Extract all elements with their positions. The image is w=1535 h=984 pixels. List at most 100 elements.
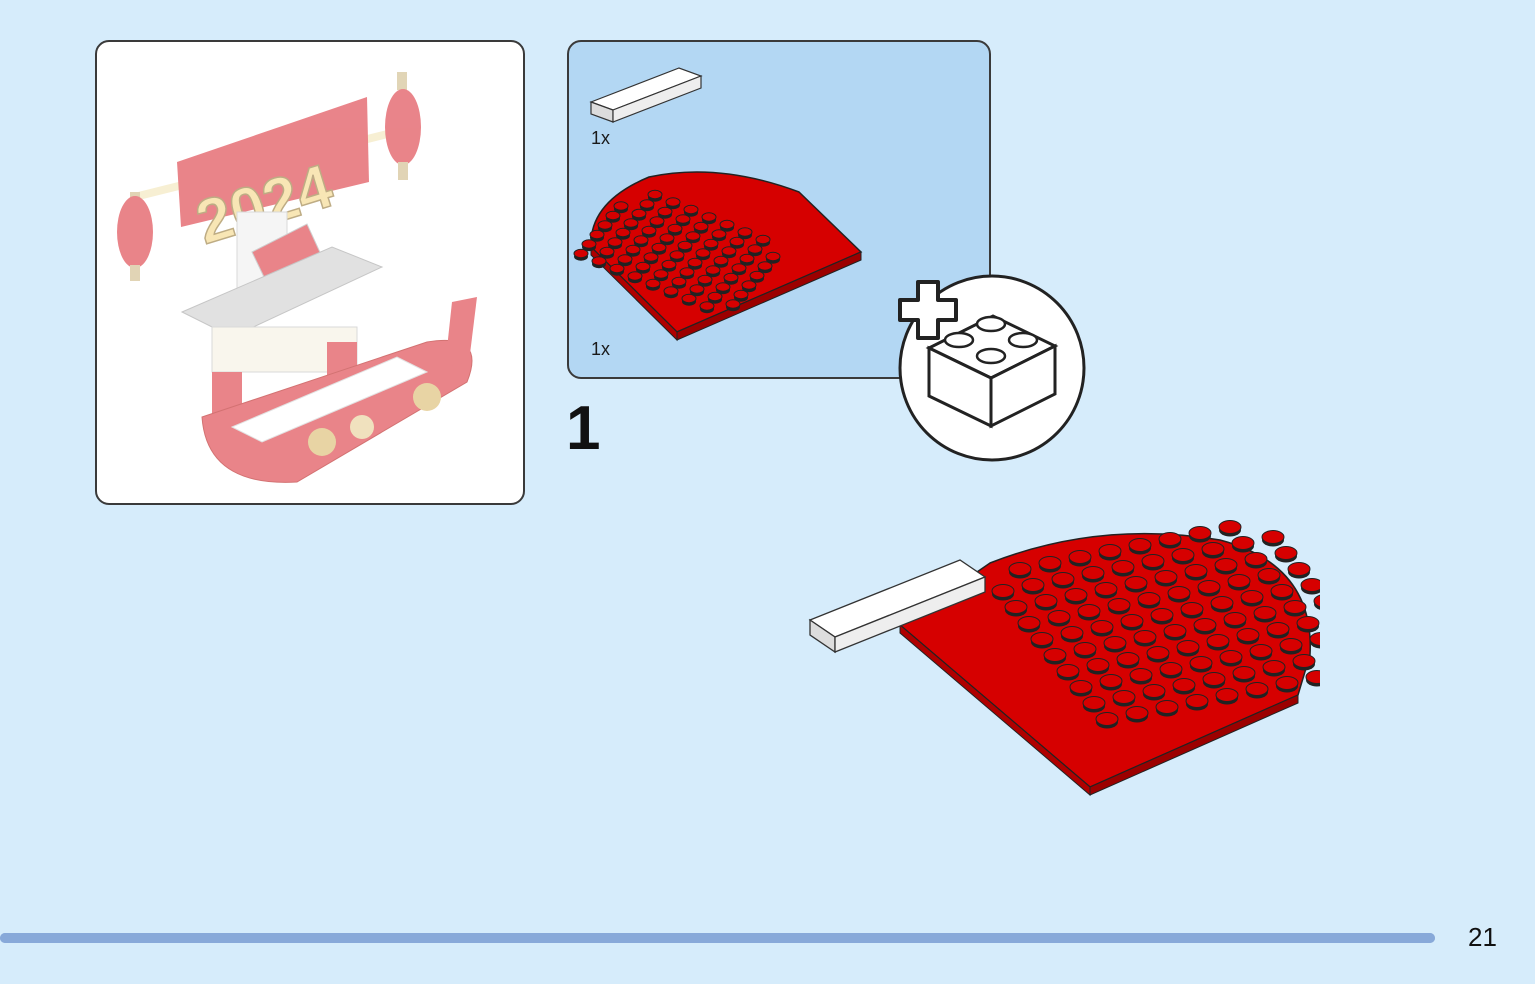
stud-top — [1090, 620, 1114, 634]
stud-top — [757, 261, 773, 271]
stud-top — [581, 239, 597, 249]
stud-top — [649, 216, 665, 226]
stud-top — [653, 269, 669, 279]
stud-top — [1129, 668, 1153, 682]
stud-top — [647, 189, 663, 200]
stud-top — [1244, 552, 1268, 566]
stud-top — [1150, 608, 1174, 622]
stud-top — [1082, 696, 1106, 710]
stud-top — [749, 270, 765, 281]
stud-top — [1099, 674, 1123, 688]
stud-top — [765, 251, 781, 262]
stud-top — [639, 199, 655, 209]
stud-top — [613, 201, 629, 211]
red-rounded-plate-assembled — [898, 520, 1320, 797]
stud-top — [681, 293, 697, 304]
stud-top — [1249, 644, 1273, 658]
stud-top — [755, 234, 771, 245]
stud-top — [711, 229, 727, 239]
stud-top — [1206, 634, 1230, 648]
stud-top — [645, 278, 661, 289]
stud-top — [701, 212, 717, 222]
stud-top — [1176, 640, 1200, 654]
stud-top — [633, 235, 649, 245]
stud-top — [719, 219, 735, 230]
stud-top — [1287, 562, 1311, 576]
stud-top — [1086, 658, 1110, 672]
stud-top — [677, 240, 693, 251]
stud-top — [1201, 542, 1225, 556]
stud-top — [705, 265, 721, 275]
stud-top — [741, 280, 757, 290]
stud-top — [703, 238, 719, 249]
stud-top — [599, 246, 615, 257]
stud-top — [1189, 656, 1213, 670]
stud-top — [659, 233, 675, 243]
stud-top — [1060, 626, 1084, 640]
stud-top — [1232, 666, 1256, 680]
stud-top — [1262, 660, 1286, 674]
stud-top — [1077, 604, 1101, 618]
stud-top — [631, 208, 647, 219]
stud-top — [1171, 548, 1195, 562]
part-quantity-plate: 1x — [591, 339, 611, 359]
stud-top — [689, 284, 705, 294]
stud-top — [615, 227, 631, 238]
build-step-illustration — [808, 520, 1320, 797]
stud-top — [657, 206, 673, 217]
stud-top — [1116, 652, 1140, 666]
stud-top — [1245, 682, 1269, 696]
stud-top — [1095, 712, 1119, 726]
add-brick-icon — [898, 274, 1086, 462]
stud-top — [1184, 564, 1208, 578]
stud-top — [1154, 570, 1178, 584]
stud-top — [1047, 610, 1071, 624]
stud-top — [1146, 646, 1170, 660]
stud-top — [679, 267, 695, 277]
stud-top — [1073, 642, 1097, 656]
stud-top — [1219, 650, 1243, 664]
stud-top — [1292, 654, 1316, 668]
stud-top — [1038, 556, 1062, 570]
stud-top — [1107, 598, 1131, 612]
stud-top — [623, 218, 639, 228]
stud-top — [1068, 550, 1092, 564]
stud-top — [597, 220, 613, 230]
stud-top — [1069, 680, 1093, 694]
stud-top — [607, 237, 623, 247]
stud-top — [713, 255, 729, 266]
part-quantity-tile: 1x — [591, 128, 611, 148]
stud-top — [683, 204, 699, 215]
stud-top — [651, 242, 667, 253]
stud-top — [1008, 562, 1032, 576]
stud-top — [665, 197, 681, 207]
stud-top — [1155, 700, 1179, 714]
stud-top — [1064, 588, 1088, 602]
finished-model-preview: 2024 — [95, 40, 525, 505]
stud-top — [1202, 672, 1226, 686]
stud-top — [1296, 616, 1320, 630]
stud-top — [1103, 636, 1127, 650]
stud-top — [1004, 600, 1028, 614]
stud-top — [589, 229, 605, 240]
stud-top — [1124, 576, 1148, 590]
stud-top — [1120, 614, 1144, 628]
stud-top — [707, 291, 723, 302]
stud-top — [1163, 624, 1187, 638]
stud-top — [1158, 532, 1182, 546]
stud-top — [715, 282, 731, 292]
stud-top — [617, 254, 633, 264]
stud-top — [1094, 582, 1118, 596]
stud-top — [1300, 578, 1320, 592]
stud-top — [1167, 586, 1191, 600]
stud-top — [1275, 676, 1299, 690]
stud-top — [1159, 662, 1183, 676]
stud-top — [699, 301, 715, 311]
white-tile-brick-icon — [589, 67, 703, 123]
stud-top — [693, 221, 709, 232]
stud-top — [1081, 566, 1105, 580]
stud-top — [1270, 584, 1294, 598]
stud-top — [663, 286, 679, 296]
stud-top — [729, 236, 745, 247]
white-tile-attached — [808, 559, 987, 654]
